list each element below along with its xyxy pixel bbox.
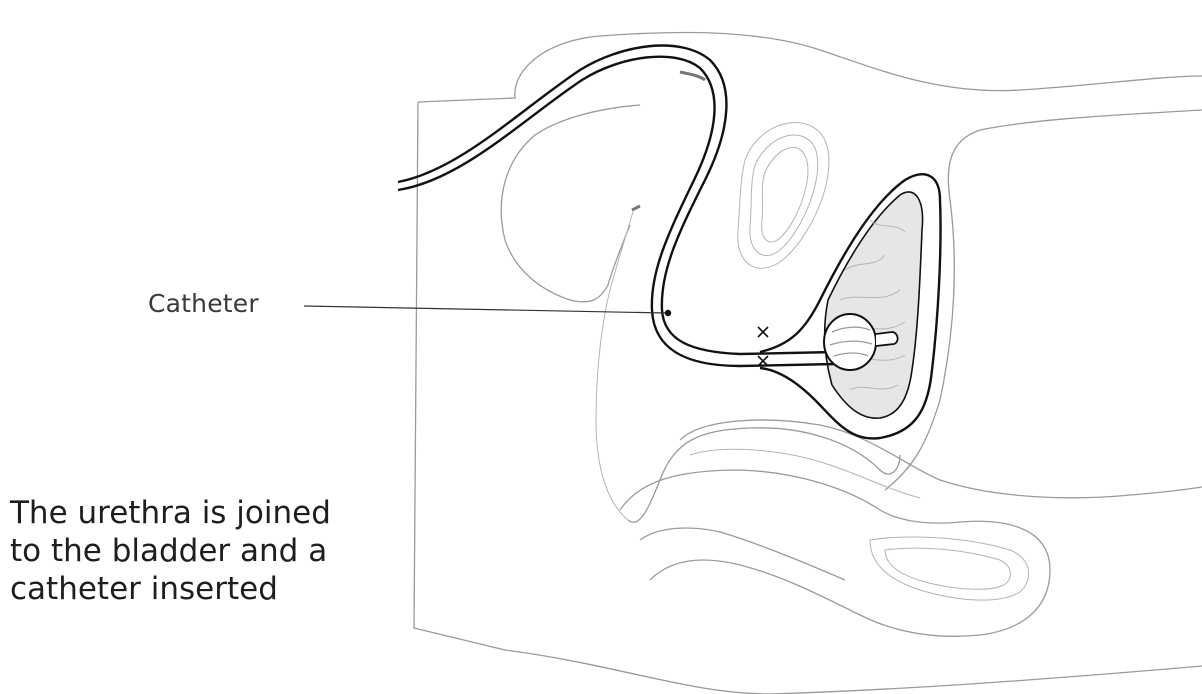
catheter-label: Catheter <box>148 289 259 318</box>
caption: The urethra is joined to the bladder and… <box>10 494 410 608</box>
catheter-tube <box>398 46 835 366</box>
caption-line: to the bladder and a <box>10 532 410 570</box>
catheter-leader-line <box>304 306 671 316</box>
suture-marks <box>758 327 768 366</box>
caption-line: catheter inserted <box>10 570 410 608</box>
sacrum-contour <box>885 110 1202 490</box>
rectum <box>620 420 1202 636</box>
body-outline <box>414 33 1202 694</box>
pubic-bone <box>738 123 829 269</box>
bladder <box>760 174 941 438</box>
caption-line: The urethra is joined <box>10 494 410 532</box>
